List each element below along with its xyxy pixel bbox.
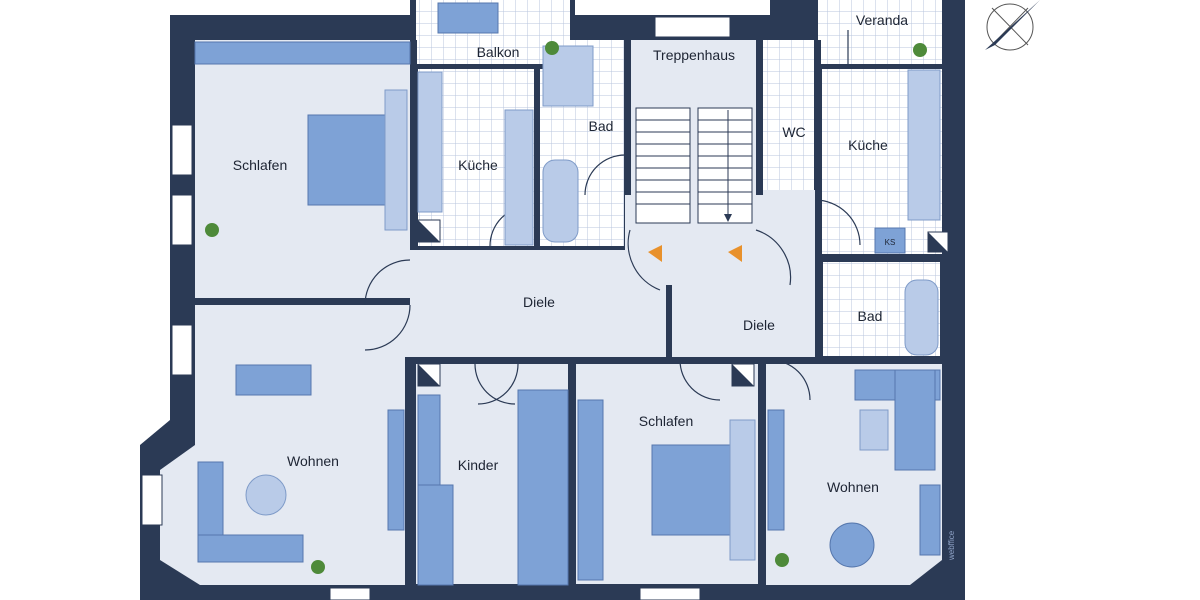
bed-frame <box>729 419 756 561</box>
coffee-table <box>859 409 889 451</box>
windows <box>141 16 731 600</box>
doors <box>364 30 861 405</box>
door-marker-icon <box>648 245 662 262</box>
bed <box>651 444 733 536</box>
fridge <box>874 227 906 254</box>
kitchen-counter <box>417 71 443 213</box>
fridge-label: KS <box>885 238 896 247</box>
plant-icon <box>775 553 789 567</box>
wardrobe <box>577 399 604 581</box>
shower <box>542 45 594 107</box>
room-label-diele-1: Diele <box>523 294 555 310</box>
staircase <box>635 107 753 262</box>
floor-wc <box>762 40 814 190</box>
room-labels: Schlafen Balkon Küche Bad Treppenhaus WC… <box>233 12 909 495</box>
interior-walls <box>195 15 945 587</box>
bathtub <box>904 279 939 356</box>
chimneys <box>417 219 949 387</box>
room-label-kinder: Kinder <box>458 457 499 473</box>
tv-unit <box>387 409 405 531</box>
dining-table-round <box>829 522 875 568</box>
room-label-balkon: Balkon <box>477 44 520 60</box>
tv-unit <box>767 409 785 531</box>
plants <box>205 41 927 574</box>
room-label-bad-1: Bad <box>589 118 614 134</box>
room-label-veranda: Veranda <box>856 12 908 28</box>
room-label-schlafen-2: Schlafen <box>639 413 693 429</box>
room-label-wohnen-1: Wohnen <box>287 453 339 469</box>
plant-icon <box>913 43 927 57</box>
logo: webffice <box>947 530 956 561</box>
room-label-bad-2: Bad <box>858 308 883 324</box>
plant-icon <box>205 223 219 237</box>
coffee-table <box>245 474 287 516</box>
room-label-diele-2: Diele <box>743 317 775 333</box>
room-label-wohnen-2: Wohnen <box>827 479 879 495</box>
room-label-schlafen-1: Schlafen <box>233 157 287 173</box>
room-label-wc: WC <box>782 124 805 140</box>
kitchen-counter <box>504 109 534 246</box>
sofa <box>894 369 936 471</box>
sofa <box>197 534 304 563</box>
bed-frame <box>384 89 408 231</box>
room-label-kueche-2: Küche <box>848 137 888 153</box>
plant-icon <box>311 560 325 574</box>
desk <box>417 484 454 586</box>
door-marker-icon <box>728 245 742 262</box>
room-floors <box>160 0 942 585</box>
plant-icon <box>545 41 559 55</box>
bed <box>307 114 389 206</box>
compass-icon <box>985 0 1040 51</box>
kids-beds <box>517 389 569 586</box>
wardrobe <box>194 41 411 65</box>
balcony-table <box>437 2 499 34</box>
room-label-treppenhaus: Treppenhaus <box>653 47 735 63</box>
sideboard <box>919 484 941 556</box>
room-label-kueche-1: Küche <box>458 157 498 173</box>
dining-table <box>235 364 312 396</box>
bathtub <box>542 159 579 243</box>
furniture: KS <box>194 2 941 586</box>
kitchen-counter <box>907 69 941 221</box>
